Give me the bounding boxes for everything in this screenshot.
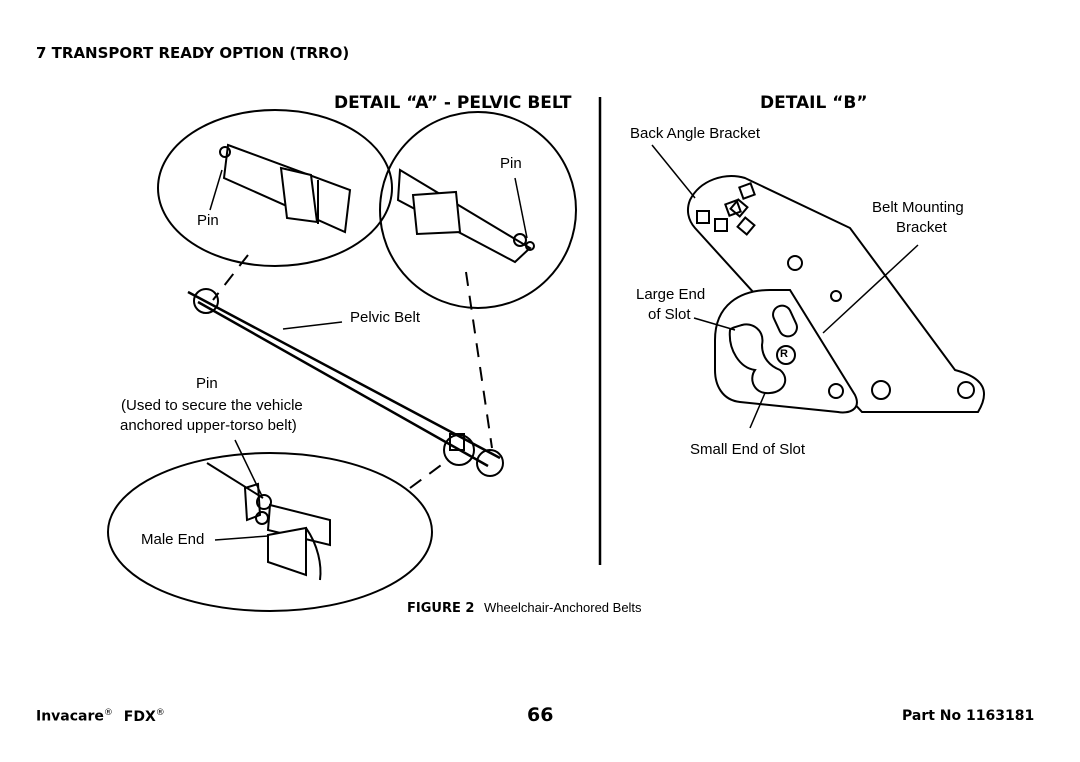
part-number: Part No 1163181 [902, 708, 1035, 724]
pelvic-belt [187, 288, 504, 477]
detail-a-title: DETAIL “A” - PELVIC BELT [334, 93, 572, 113]
belt-mounting-label-line2: Bracket [896, 219, 947, 236]
male-end-detail-ellipse [107, 439, 433, 612]
figure-caption: FIGURE 2 Wheelchair-Anchored Belts [407, 600, 642, 616]
pin-label-right: Pin [500, 155, 522, 172]
figure-label: FIGURE 2 [407, 601, 475, 616]
belt-mounting-bracket [693, 244, 919, 429]
figure-caption-text: Wheelchair-Anchored Belts [484, 600, 642, 615]
large-end-label-line2: of Slot [648, 306, 691, 323]
footer-brand: Invacare® FDX® [36, 708, 165, 725]
pin-note-line2: anchored upper-torso belt) [120, 417, 297, 434]
registered-mark: R [780, 348, 788, 360]
brand-name: Invacare [36, 708, 104, 725]
pin-label-lower: Pin [196, 375, 218, 392]
pin-label-left: Pin [197, 212, 219, 229]
small-end-label: Small End of Slot [690, 441, 806, 458]
large-end-label-line1: Large End [636, 286, 706, 303]
pelvic-belt-label: Pelvic Belt [350, 309, 421, 326]
pin-note-line1: (Used to secure the vehicle [121, 397, 303, 414]
belt-mounting-label-line1: Belt Mounting [872, 199, 964, 216]
page-number: 66 [527, 704, 554, 726]
detail-b-title: DETAIL “B” [760, 93, 868, 113]
pin-detail-circle-right [379, 111, 577, 309]
section-title: 7 TRANSPORT READY OPTION (TRRO) [36, 44, 350, 62]
back-angle-bracket-label: Back Angle Bracket [630, 125, 761, 142]
male-end-label: Male End [141, 531, 205, 548]
pin-detail-circle-left [157, 109, 393, 267]
product-name: FDX [123, 708, 156, 725]
brand-reg-symbol: ® [103, 708, 113, 718]
back-angle-bracket [651, 144, 986, 413]
product-reg-symbol: ® [155, 708, 165, 718]
